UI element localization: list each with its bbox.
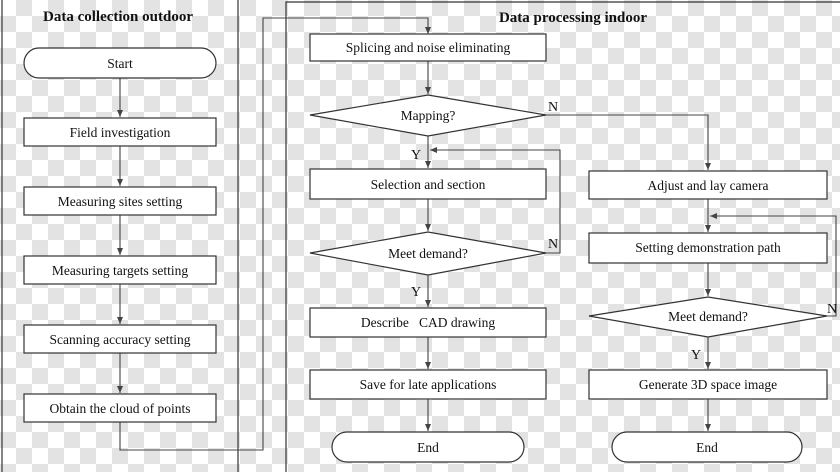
selection-box: Selection and section <box>309 168 547 200</box>
measuring-targets-box: Measuring targets setting <box>23 255 217 285</box>
generate-image-label: Generate 3D space image <box>639 377 777 392</box>
meet-demand-decision-1: Meet demand? <box>309 231 547 276</box>
meet-demand-decision-2: Meet demand? <box>588 296 828 338</box>
adjust-camera-label: Adjust and lay camera <box>647 178 768 193</box>
describe-box: Describe CAD drawing <box>309 307 547 338</box>
meet2-no-label: N <box>827 302 837 317</box>
field-investigation-box: Field investigation <box>23 117 217 147</box>
end-label-1: End <box>417 440 439 455</box>
outdoor-title: Data collection outdoor <box>43 9 193 25</box>
indoor-section-frame <box>285 1 840 472</box>
end-label-2: End <box>696 440 718 455</box>
scanning-accuracy-label: Scanning accuracy setting <box>50 332 191 347</box>
mapping-label: Mapping? <box>401 108 456 123</box>
indoor-connectors <box>425 61 837 431</box>
outdoor-section-frame <box>1 0 239 472</box>
obtain-cloud-box: Obtain the cloud of points <box>23 393 217 423</box>
end-node-1: End <box>331 431 525 463</box>
demonstration-path-box: Setting demonstration path <box>588 232 828 264</box>
end-node-2: End <box>611 431 803 463</box>
adjust-camera-box: Adjust and lay camera <box>588 170 828 200</box>
meet1-no-label: N <box>548 237 558 252</box>
save-box: Save for late applications <box>309 369 547 400</box>
scanning-accuracy-box: Scanning accuracy setting <box>23 324 217 354</box>
obtain-cloud-label: Obtain the cloud of points <box>50 401 191 416</box>
meet-demand-label-1: Meet demand? <box>388 246 468 261</box>
meet2-yes-label: Y <box>691 348 701 363</box>
mapping-no-label: N <box>548 100 558 115</box>
start-label: Start <box>107 56 133 71</box>
meet1-yes-label: Y <box>411 285 421 300</box>
mapping-decision: Mapping? <box>309 94 547 137</box>
indoor-title: Data processing indoor <box>499 10 647 26</box>
measuring-sites-box: Measuring sites setting <box>23 186 217 216</box>
save-label: Save for late applications <box>360 377 497 392</box>
demonstration-path-label: Setting demonstration path <box>635 240 781 255</box>
mapping-yes-label: Y <box>411 148 421 163</box>
splicing-box: Splicing and noise eliminating <box>309 33 547 62</box>
generate-image-box: Generate 3D space image <box>588 369 828 400</box>
describe-label: Describe CAD drawing <box>361 315 495 330</box>
selection-label: Selection and section <box>371 177 486 192</box>
start-node: Start <box>23 47 217 79</box>
meet-demand-label-2: Meet demand? <box>668 309 748 324</box>
field-investigation-label: Field investigation <box>70 125 171 140</box>
outdoor-connectors <box>117 17 431 451</box>
measuring-targets-label: Measuring targets setting <box>52 263 188 278</box>
splicing-label: Splicing and noise eliminating <box>346 40 511 55</box>
measuring-sites-label: Measuring sites setting <box>58 194 183 209</box>
